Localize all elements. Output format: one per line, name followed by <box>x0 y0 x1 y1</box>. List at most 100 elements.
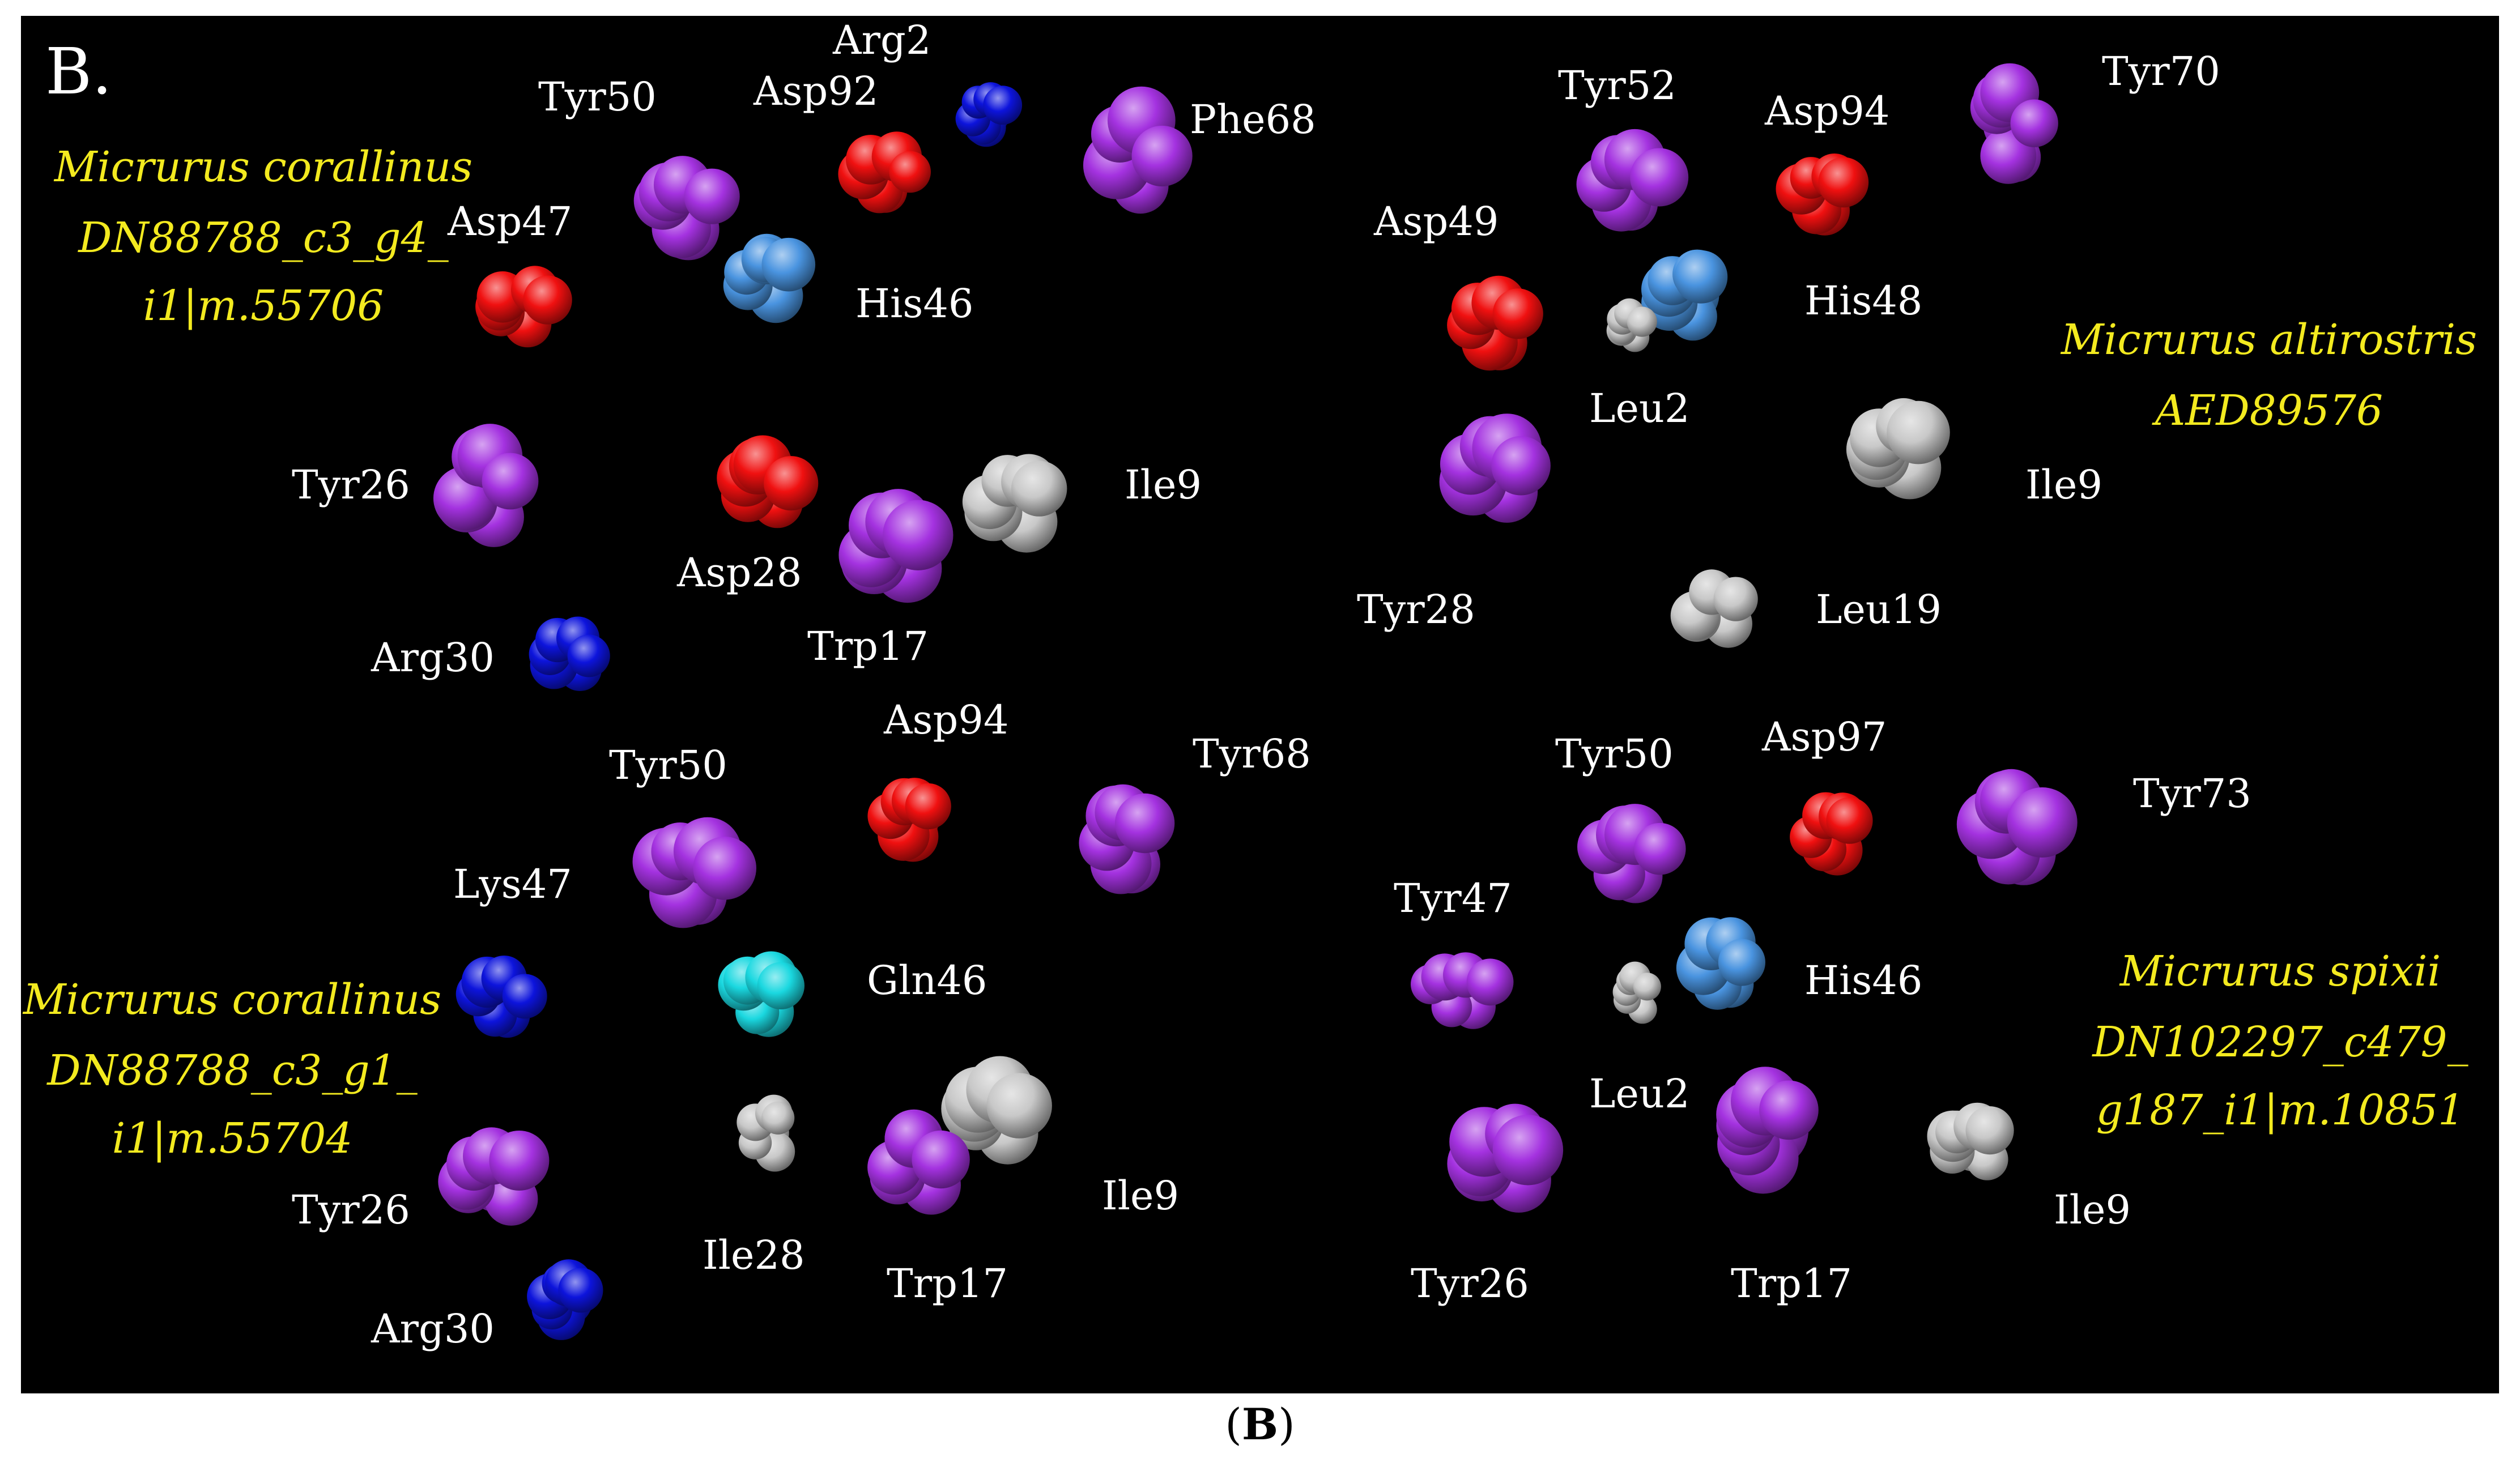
atom-sphere <box>983 86 1023 125</box>
atom-sphere <box>764 456 819 511</box>
atom-sphere <box>684 168 740 224</box>
residue-blobs <box>433 63 2078 1340</box>
residue-label: Tyr70 <box>2102 48 2220 95</box>
panel-background <box>21 16 2499 1393</box>
residue-asp94-blob <box>867 778 951 862</box>
residue-his46-blob <box>723 233 816 323</box>
residue-label: Tyr52 <box>1558 62 1676 109</box>
residue-ile28-blob <box>737 1094 795 1172</box>
residue-ile9-blob <box>1846 398 1950 500</box>
atom-sphere <box>1759 1080 1819 1140</box>
residue-his48-blob <box>1641 249 1728 341</box>
residue-label: Tyr26 <box>292 1187 410 1233</box>
residue-label: Arg30 <box>371 1306 495 1352</box>
atom-sphere <box>1492 1115 1564 1186</box>
residue-label: Leu2 <box>1589 385 1690 432</box>
atom-sphere <box>1627 306 1657 337</box>
residue-label: Asp97 <box>1761 714 1887 760</box>
species-label-line: AED89576 <box>2152 386 2383 435</box>
atom-sphere <box>2007 787 2078 858</box>
residue-label: Trp17 <box>807 623 929 670</box>
residue-asp49-blob <box>1447 275 1543 371</box>
species-label-line: Micrurus spixii <box>2119 947 2441 996</box>
residue-ile9-blob <box>962 454 1067 553</box>
atom-sphere <box>558 1268 603 1313</box>
residue-label: Ile28 <box>703 1232 805 1278</box>
residue-lys47-blob <box>456 956 547 1038</box>
residue-label: Ile9 <box>1125 462 1202 508</box>
atom-sphere <box>905 783 951 830</box>
atom-sphere <box>1630 148 1689 207</box>
residue-label: Trp17 <box>1731 1260 1852 1307</box>
residue-label: His46 <box>1804 957 1922 1004</box>
species-label-line: DN88788_c3_g4_ <box>77 214 448 262</box>
atom-sphere <box>883 500 953 570</box>
residue-label: Ile9 <box>2025 462 2102 508</box>
residue-label: Tyr47 <box>1394 875 1512 922</box>
residue-label: Arg2 <box>832 17 931 63</box>
residue-gln46-blob <box>718 951 805 1037</box>
residue-tyr26-blob <box>438 1127 550 1226</box>
atom-sphere <box>761 1101 795 1135</box>
residue-his46-blob <box>1676 917 1765 1010</box>
residue-trp17-blob <box>838 489 953 603</box>
atom-sphere <box>523 275 572 325</box>
atom-sphere <box>482 453 539 510</box>
residue-leu19-blob <box>1670 569 1758 648</box>
species-label-line: Micrurus altirostris <box>2060 315 2477 364</box>
residue-label: Asp49 <box>1373 198 1499 245</box>
residue-asp92-blob <box>838 131 931 214</box>
atom-sphere <box>1491 436 1551 496</box>
panel-letter: B. <box>45 35 112 109</box>
atom-sphere <box>567 634 610 677</box>
residue-label: Tyr28 <box>1357 586 1475 633</box>
residue-label: Asp47 <box>447 198 572 245</box>
residue-label: Tyr26 <box>1411 1260 1529 1307</box>
residue-label: Tyr68 <box>1193 731 1311 777</box>
atom-sphere <box>1114 793 1175 854</box>
residue-label: Leu2 <box>1589 1071 1690 1117</box>
residue-asp28-blob <box>717 435 819 528</box>
atom-sphere <box>1634 822 1686 875</box>
species-label-line: i1|m.55704 <box>112 1114 353 1163</box>
atom-sphere <box>693 837 756 900</box>
atom-sphere <box>986 1073 1052 1139</box>
residue-trp17-blob <box>867 1109 970 1215</box>
residue-label: Ile9 <box>1102 1172 1179 1219</box>
species-label-line: DN102297_c479_ <box>2091 1018 2468 1067</box>
residue-tyr50-blob <box>633 156 740 261</box>
residue-label: Gln46 <box>867 957 987 1004</box>
residue-ile9-blob <box>941 1056 1052 1165</box>
atom-sphere <box>1713 577 1758 621</box>
caption-open-paren: ( <box>1225 1399 1242 1449</box>
residue-label: Ile9 <box>2054 1187 2131 1233</box>
residue-label: Asp92 <box>753 68 878 114</box>
atom-sphere <box>761 237 816 292</box>
species-label-line: DN88788_c3_g1_ <box>46 1046 417 1095</box>
residue-asp94-blob <box>1776 154 1869 236</box>
residue-label: Asp28 <box>676 549 802 596</box>
residue-tyr47-blob <box>1411 952 1514 1029</box>
residue-label: Tyr26 <box>292 462 410 508</box>
atom-sphere <box>889 151 931 193</box>
residue-tyr73-blob <box>1956 769 2078 885</box>
residue-label: Lys47 <box>453 861 572 907</box>
caption-close-paren: ) <box>1278 1399 1295 1449</box>
residue-leu2-blob <box>1606 298 1657 352</box>
residue-tyr26-blob <box>1447 1103 1564 1213</box>
residue-tyr70-blob <box>1970 63 2058 184</box>
residue-label: Tyr50 <box>609 742 727 788</box>
residue-label: Asp94 <box>883 697 1008 743</box>
residue-tyr26-blob <box>433 424 539 547</box>
species-label-line: Micrurus corallinus <box>53 143 472 191</box>
residue-label: Leu19 <box>1816 586 1942 633</box>
residue-phe68-blob <box>1083 86 1193 214</box>
residue-tyr50-blob <box>632 817 756 928</box>
atom-sphere <box>1466 958 1514 1006</box>
atom-sphere <box>757 962 805 1010</box>
atom-sphere <box>1718 939 1765 986</box>
